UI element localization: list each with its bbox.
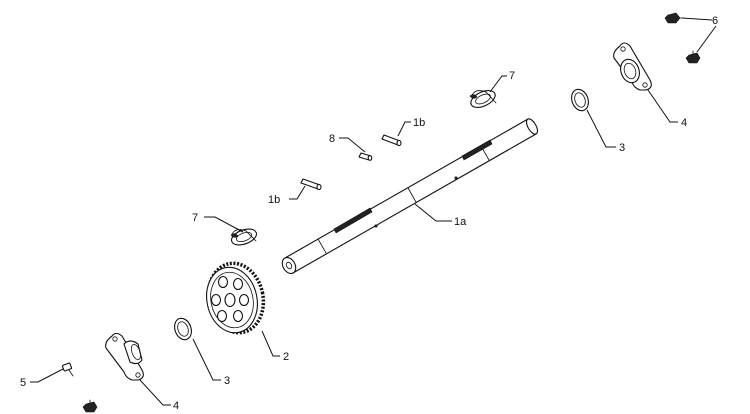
bearing-flange-4-right: [613, 42, 652, 91]
callout-washer-left: 3: [224, 375, 230, 387]
callout-gear: 2: [283, 351, 289, 363]
callout-clip-upper: 7: [509, 70, 515, 82]
screw-5: [61, 362, 74, 377]
shaft-1a: [281, 118, 539, 274]
pin-1b-upper: [381, 134, 402, 147]
callout-shaft: 1a: [454, 216, 467, 228]
washer-3-right: [571, 88, 589, 112]
callout-bearing-right: 4: [681, 117, 687, 129]
callout-bearing-left: 4: [173, 400, 179, 412]
clip-7-upper: [469, 90, 497, 108]
screw-6-upper: [664, 12, 685, 24]
screw-6-lower: [685, 50, 701, 64]
pin-8: [358, 152, 373, 161]
leader-lines: [30, 17, 717, 406]
callout-screws-right: 6: [712, 15, 718, 27]
washer-3-left: [174, 317, 192, 341]
callout-pin-lower: 1b: [268, 194, 280, 206]
callout-pin-center: 8: [329, 133, 335, 145]
callout-pin-upper: 1b: [413, 117, 425, 129]
callout-screw-left: 5: [20, 377, 26, 389]
pin-1b-lower: [300, 178, 322, 191]
callout-clip-lower: 7: [192, 212, 198, 224]
bearing-flange-4-left: [105, 332, 144, 381]
nut-5: [82, 399, 98, 413]
clip-7-lower: [230, 228, 257, 246]
callout-washer-right: 3: [619, 142, 625, 154]
gear-2: [206, 261, 266, 335]
